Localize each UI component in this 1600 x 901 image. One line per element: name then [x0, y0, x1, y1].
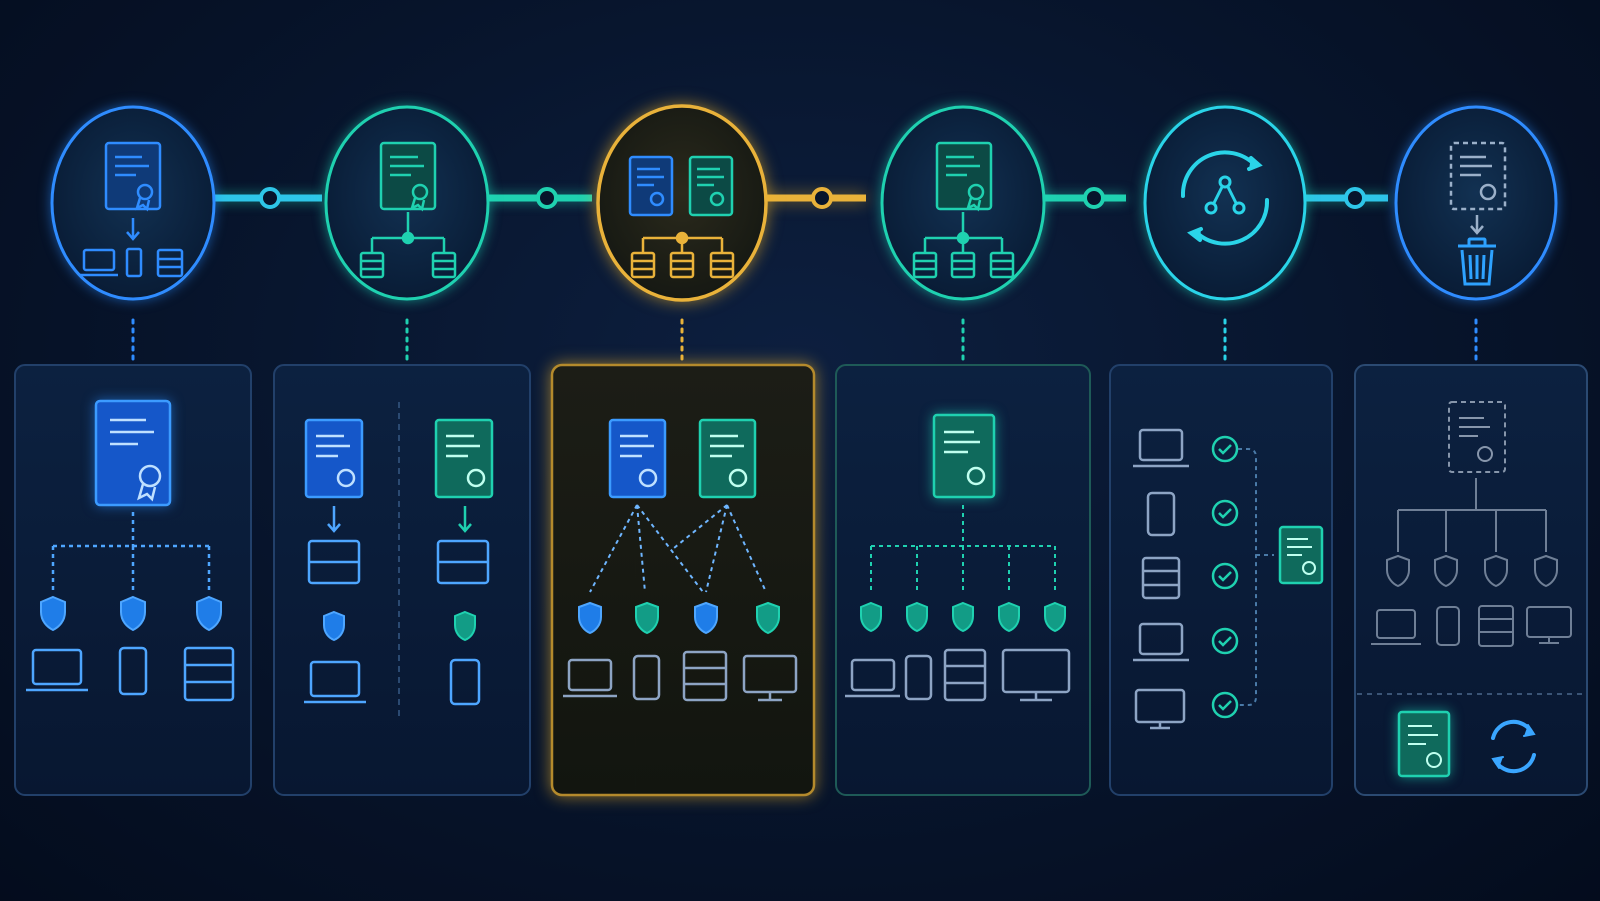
- panel-4-content: [845, 413, 1071, 702]
- timeline-nodes: [259, 187, 1366, 209]
- refresh-icon: [1491, 719, 1536, 774]
- stage-4-circle[interactable]: [880, 105, 1046, 301]
- panel-2-content: [304, 402, 494, 716]
- phone-icon: [904, 654, 933, 701]
- certificate-to-devices-icon: [79, 141, 184, 278]
- server-icon: [183, 646, 235, 702]
- panel-5: [1109, 364, 1333, 796]
- shield-icon: [323, 610, 345, 642]
- shield-icon: [40, 595, 66, 632]
- timeline-node: [259, 187, 281, 209]
- laptop-icon: [850, 658, 896, 692]
- server-icon: [943, 648, 987, 702]
- laptop-icon: [31, 648, 83, 686]
- stage-panel-links: [131, 318, 1478, 364]
- server-icon: [1141, 556, 1181, 600]
- stage-5-circle[interactable]: [1143, 105, 1307, 301]
- phone-icon: [1436, 606, 1460, 646]
- shield-icon: [694, 601, 718, 635]
- stage-6-circle[interactable]: [1394, 105, 1558, 301]
- shield-icon: [635, 601, 659, 635]
- shield-icon: [860, 601, 882, 633]
- phone-icon: [118, 646, 148, 696]
- laptop-icon: [1138, 428, 1184, 462]
- certificate-to-servers-icon: [359, 141, 457, 279]
- phone-icon: [449, 658, 481, 706]
- laptop-icon: [1376, 609, 1416, 639]
- shield-icon: [454, 610, 476, 642]
- check-icon: [1211, 627, 1239, 655]
- server-icon: [682, 650, 728, 702]
- shield-icon: [906, 601, 928, 633]
- check-icon: [1211, 499, 1239, 527]
- shield-icon: [1484, 554, 1508, 588]
- stage-3-circle[interactable]: [596, 104, 768, 302]
- certificate-to-trash-icon: [1449, 141, 1507, 286]
- laptop-icon: [1138, 622, 1184, 656]
- timeline-node: [1344, 187, 1366, 209]
- timeline-node: [1083, 187, 1105, 209]
- check-icon: [1211, 562, 1239, 590]
- laptop-icon: [309, 660, 361, 698]
- server-icon: [1478, 605, 1514, 647]
- phone-icon: [632, 654, 661, 701]
- check-icon: [1211, 435, 1239, 463]
- stage-panels: [14, 363, 1588, 797]
- shield-icon: [1434, 554, 1458, 588]
- phone-icon: [1146, 491, 1176, 537]
- two-certificates-to-servers-icon: [628, 155, 735, 279]
- panel-3-content: [563, 418, 798, 702]
- shield-icon: [952, 601, 974, 633]
- timeline-node: [536, 187, 558, 209]
- laptop-icon: [567, 658, 613, 692]
- shield-icon: [756, 601, 780, 635]
- panel-6-content: [1357, 401, 1585, 778]
- panel-3: [550, 363, 816, 797]
- panel-5-content: [1133, 428, 1324, 730]
- shield-icon: [196, 595, 222, 632]
- shield-icon: [578, 601, 602, 635]
- panel-6: [1354, 364, 1588, 796]
- check-icon: [1211, 691, 1239, 719]
- shield-icon: [1044, 601, 1066, 633]
- stage-1-circle[interactable]: [50, 105, 216, 301]
- certificate-to-three-servers-icon: [912, 141, 1015, 279]
- timeline-node: [811, 187, 833, 209]
- trash-icon: [1458, 237, 1496, 286]
- rotation-cycle-icon: [1180, 150, 1270, 246]
- shield-icon: [1534, 554, 1558, 588]
- shield-icon: [120, 595, 146, 632]
- stage-2-circle[interactable]: [324, 105, 490, 301]
- panel-1-content: [26, 399, 235, 702]
- shield-icon: [998, 601, 1020, 633]
- shield-icon: [1386, 554, 1410, 588]
